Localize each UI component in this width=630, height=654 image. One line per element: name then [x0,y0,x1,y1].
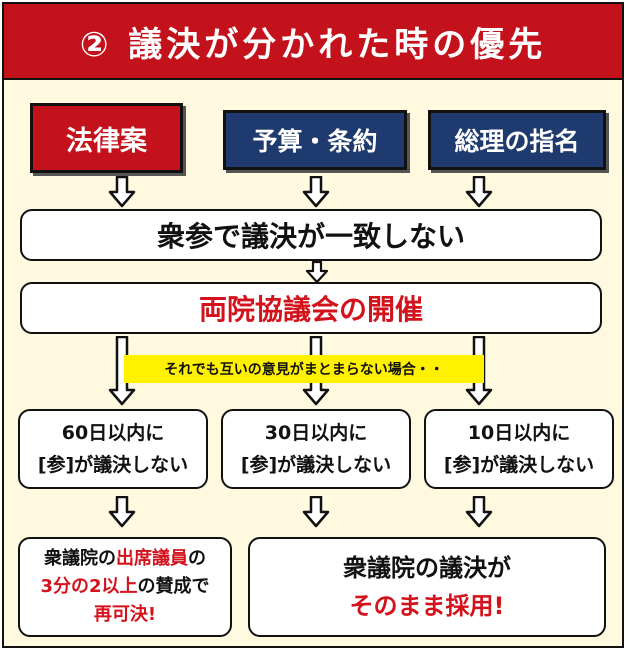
result-line-1: 衆議院の出席議員の [44,548,206,570]
pm-nomination-box: 総理の指名 [428,110,606,170]
limit-days: 60日以内に [61,421,165,444]
arrow-down-icon [108,176,136,208]
limit-condition: [参]が議決しない [37,454,189,476]
limit-condition: [参]が議決しない [443,454,595,476]
arrow-down-icon [108,496,136,528]
limit-condition: [参]が議決しない [240,454,392,476]
no-agreement-box: 衆参で議決が一致しない [20,209,602,261]
limit-box-pm: 10日以内に [参]が議決しない [424,409,614,489]
result-line-2: 3分の2以上の賛成で [40,576,210,598]
disagreement-banner: それでも互いの意見がまとまらない場合・・ [124,355,484,383]
arrow-down-icon [108,336,136,406]
budget-treaty-box: 予算・条約 [223,110,407,170]
arrow-down-icon [302,496,330,528]
limit-box-bill: 60日以内に [参]が議決しない [18,409,208,489]
result-line-3: 再可決! [93,603,157,625]
limit-days: 10日以内に [467,421,571,444]
arrow-down-icon [305,261,329,283]
result-line-1: 衆議院の議決が [343,553,511,582]
joint-committee-box: 両院協議会の開催 [20,282,602,334]
header-banner: ② 議決が分かれた時の優先 [2,2,624,80]
override-result-box: 衆議院の出席議員の 3分の2以上の賛成で 再可決! [18,537,232,637]
result-line-2: そのまま採用! [349,592,505,620]
bill-box: 法律案 [30,103,183,173]
page-title: ② 議決が分かれた時の優先 [79,24,547,65]
arrow-down-icon [465,176,493,208]
arrow-down-icon [465,496,493,528]
limit-box-budget: 30日以内に [参]が議決しない [221,409,411,489]
adopted-result-box: 衆議院の議決が そのまま採用! [248,537,606,637]
limit-days: 30日以内に [264,421,368,444]
arrow-down-icon [302,176,330,208]
